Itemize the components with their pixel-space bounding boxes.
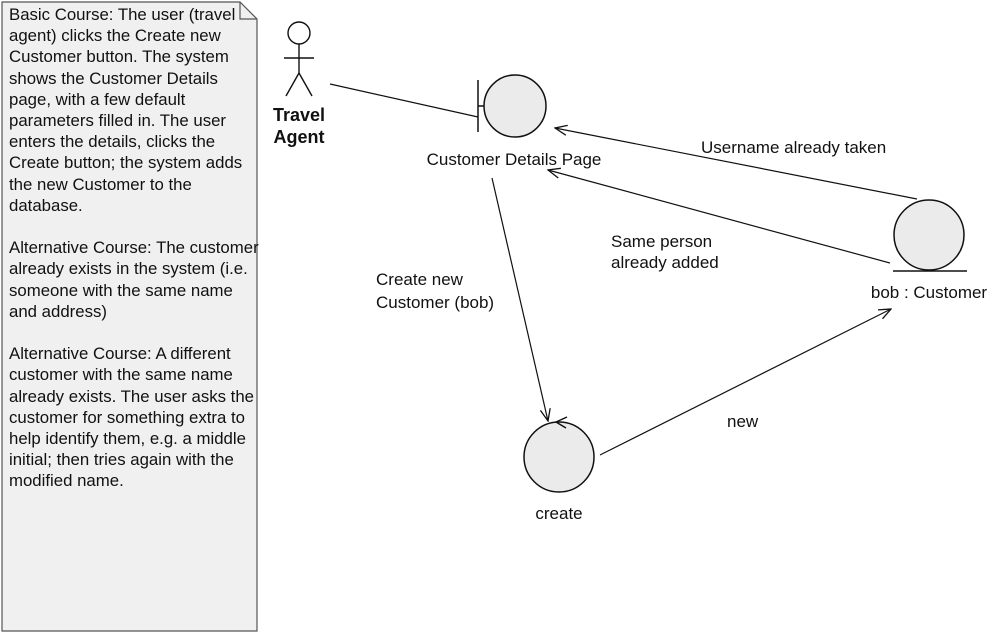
note-fold	[239, 2, 257, 20]
note-alternative-course-1: Alternative Course: The customer already…	[9, 238, 259, 321]
boundary-object	[477, 74, 547, 138]
use-case-note	[1, 1, 258, 632]
actor-head	[287, 21, 311, 45]
control-arrowhead	[555, 416, 568, 429]
msg-same-person-line2: already added	[611, 253, 719, 272]
arrow-create-customer	[491, 177, 548, 421]
actor-leg-right	[298, 72, 313, 97]
actor-boundary-association	[329, 83, 479, 118]
note-alternative-course-2: Alternative Course: A different customer…	[9, 344, 254, 491]
control-object	[523, 416, 595, 493]
msg-same-person-line1: Same person	[611, 232, 712, 251]
arrow-username-taken	[555, 128, 918, 200]
note-shape	[1, 1, 258, 632]
entity-circle	[893, 199, 965, 271]
boundary-label: Customer Details Page	[427, 150, 602, 169]
actor-label-line2: Agent	[274, 127, 325, 147]
msg-new: new	[727, 412, 759, 431]
arrow-new	[599, 309, 891, 456]
actor-label-line1: Travel	[273, 105, 325, 125]
boundary-circle	[483, 74, 547, 138]
entity-label: bob : Customer	[871, 283, 988, 302]
msg-create-customer-line2: Customer (bob)	[376, 293, 494, 312]
arrow-same-person	[548, 170, 891, 264]
note-basic-course: Basic Course: The user (travel agent) cl…	[9, 5, 243, 215]
entity-object	[893, 199, 967, 272]
travel-agent-actor	[284, 21, 314, 97]
note-text: Basic Course: The user (travel agent) cl…	[9, 4, 259, 513]
control-circle	[523, 421, 595, 493]
actor-leg-left	[285, 72, 300, 97]
control-label: create	[535, 504, 582, 523]
msg-create-customer-line1: Create new	[376, 270, 464, 289]
msg-username-taken: Username already taken	[701, 138, 886, 157]
